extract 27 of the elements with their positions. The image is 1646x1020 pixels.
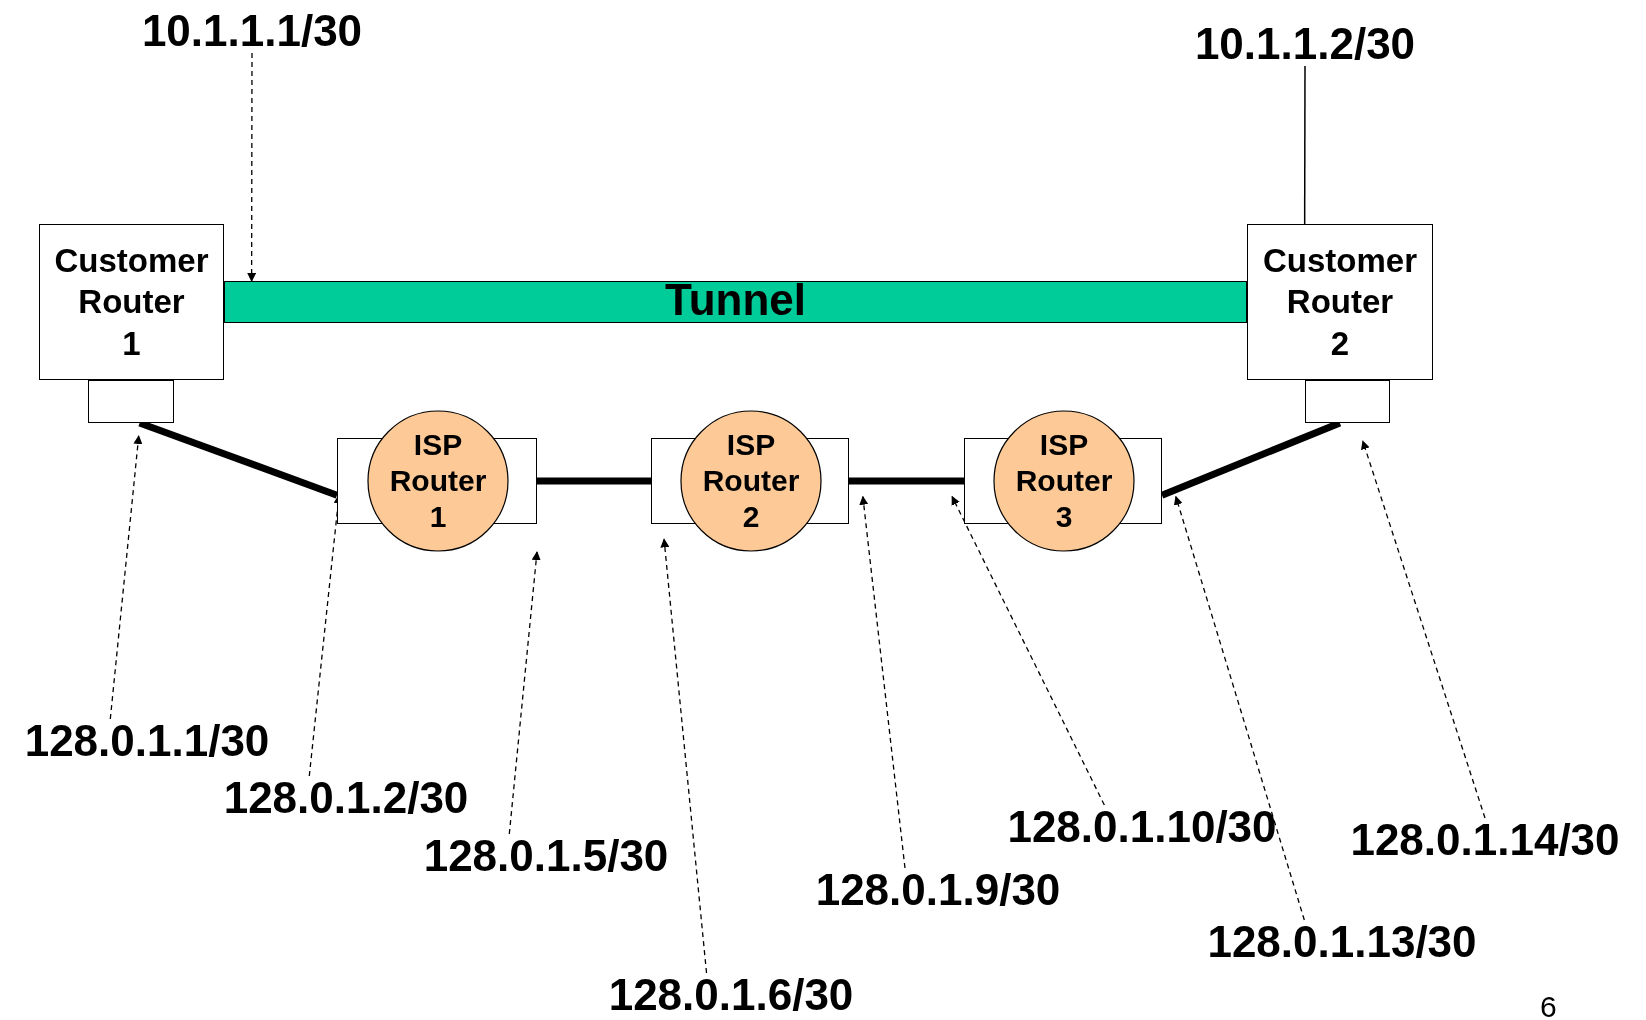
router-box: Customer Router 2 [1247, 224, 1433, 380]
connector-line [1303, 65, 1306, 225]
interface-box [88, 380, 174, 423]
ip-address-label: 128.0.1.2/30 [223, 776, 469, 820]
ip-address-label: 128.0.1.10/30 [1007, 805, 1277, 849]
connector-line [1173, 495, 1305, 921]
connector-line [1361, 440, 1486, 819]
connector-line [951, 495, 1105, 806]
ip-address-label: 128.0.1.9/30 [815, 868, 1061, 912]
connector-line [660, 538, 708, 974]
ip-address-label: 128.0.1.5/30 [423, 834, 669, 878]
connector-line [859, 495, 906, 869]
ip-address-label: 10.1.1.2/30 [1194, 22, 1416, 66]
ip-address-label: 10.1.1.1/30 [141, 9, 363, 53]
tunnel-band: Tunnel [224, 281, 1247, 323]
ip-address-label: 128.0.1.13/30 [1207, 920, 1477, 964]
ip-address-label: 128.0.1.6/30 [608, 973, 854, 1017]
connector-line [247, 52, 257, 282]
router-box: Customer Router 1 [39, 224, 224, 380]
link-line [537, 477, 651, 485]
interface-box [1305, 380, 1390, 423]
link-line [849, 477, 964, 485]
page-number: 6 [1540, 992, 1557, 1020]
ip-address-label: 128.0.1.14/30 [1350, 818, 1620, 862]
connector-line [109, 435, 143, 720]
connector-line [508, 551, 541, 835]
ip-address-label: 128.0.1.1/30 [24, 719, 270, 763]
